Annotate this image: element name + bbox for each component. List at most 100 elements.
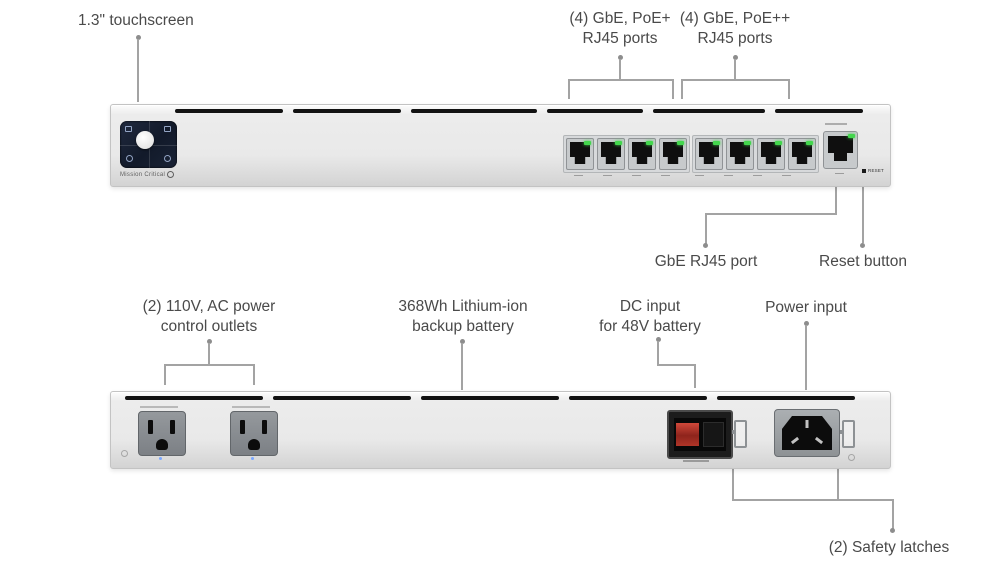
leader-dot-ac-outlets <box>207 339 212 344</box>
dc-input-marking <box>683 460 709 462</box>
callout-poe-plus-line1: (4) GbE, PoE+ <box>569 10 671 27</box>
port-led <box>615 141 622 145</box>
callout-power-input: Power input <box>765 298 847 318</box>
port-opening <box>601 142 621 164</box>
leader-line-latch2 <box>837 468 839 501</box>
iec-socket <box>782 416 832 450</box>
leader-line-dc-v2 <box>694 364 696 388</box>
outlet-slot <box>148 420 153 434</box>
callout-poe-plus-plus-line1: (4) GbE, PoE++ <box>679 10 791 27</box>
leader-line-latches-h <box>732 499 894 501</box>
leader-line-reset <box>862 186 864 243</box>
reset-marking: RESET <box>868 168 885 173</box>
outlet-rating-marking <box>232 406 270 408</box>
port-led <box>744 141 751 145</box>
callout-poe-plus-plus-line2: RJ45 ports <box>697 29 773 47</box>
screen-settings-icon <box>126 155 133 162</box>
port-led <box>806 141 813 145</box>
port-number-mark <box>632 175 641 176</box>
leader-line-dc-h <box>657 364 696 366</box>
vent-slot <box>273 396 411 400</box>
leader-dot-gbe <box>703 243 708 248</box>
rj45-port-1[interactable] <box>566 138 594 170</box>
leader-dot-power-input <box>804 321 809 326</box>
rj45-port-6[interactable] <box>726 138 754 170</box>
poe-plus-plus-port-group <box>692 135 819 173</box>
port-opening <box>699 142 719 164</box>
rear-vents <box>125 396 855 400</box>
uplink-port-marking <box>825 123 847 125</box>
vent-slot <box>125 396 263 400</box>
leader-bracket-leg-left-ac-outlets <box>164 364 166 385</box>
leader-bracket-leg-left-poe-plus-plus <box>681 79 683 99</box>
safety-latch-1[interactable] <box>732 420 747 448</box>
dc-input-connector[interactable] <box>667 410 733 459</box>
power-input-connector[interactable] <box>774 409 840 457</box>
port-opening <box>663 142 683 164</box>
rj45-port-4[interactable] <box>659 138 687 170</box>
port-led <box>677 141 684 145</box>
screen-dial-knob <box>136 131 154 149</box>
rj45-port-2[interactable] <box>597 138 625 170</box>
touchscreen-display[interactable] <box>120 121 177 168</box>
safety-latch-2[interactable] <box>840 420 855 448</box>
port-opening <box>730 142 750 164</box>
leader-line-gbe-h <box>705 213 837 215</box>
outlet-ground-hole <box>156 439 168 450</box>
gbe-uplink-port[interactable] <box>823 131 858 169</box>
leader-bracket-leg-right-poe-plus <box>672 79 674 99</box>
leader-line-latch1 <box>732 468 734 501</box>
vent-slot <box>293 109 401 113</box>
vent-slot <box>421 396 559 400</box>
leader-stem-poe-plus <box>619 59 621 80</box>
brand-label: Mission Critical <box>120 171 175 178</box>
vent-slot <box>653 109 765 113</box>
port-opening <box>792 142 812 164</box>
rj45-port-7[interactable] <box>757 138 785 170</box>
outlet-slot <box>262 420 267 434</box>
front-vents <box>175 109 863 113</box>
port-number-mark <box>603 175 612 176</box>
callout-power-input-label: Power input <box>765 299 847 316</box>
reset-button[interactable]: RESET <box>862 168 884 173</box>
leader-line-gbe-v2 <box>705 213 707 244</box>
vent-slot <box>411 109 537 113</box>
screen-power-icon <box>164 155 171 162</box>
callout-battery: 368Wh Lithium-ion backup battery <box>398 297 527 336</box>
screen-console-icon <box>125 126 132 132</box>
callout-poe-plus-plus: (4) GbE, PoE++ RJ45 ports <box>680 9 790 48</box>
leader-bracket-ac-outlets <box>164 364 255 366</box>
rj45-port-block <box>563 135 819 173</box>
ac-outlet-2[interactable] <box>230 411 278 456</box>
callout-safety-latches: (2) Safety latches <box>829 538 950 558</box>
port-opening <box>570 142 590 164</box>
leader-dot-battery <box>460 339 465 344</box>
port-number-mark <box>782 175 791 176</box>
port-number-mark <box>574 175 583 176</box>
leader-line-power-input <box>805 325 807 390</box>
switch-rear-panel <box>110 391 891 469</box>
rj45-port-3[interactable] <box>628 138 656 170</box>
leader-dot-touchscreen <box>136 35 141 40</box>
port-led <box>584 141 591 145</box>
callout-ac-outlets-line1: (2) 110V, AC power <box>142 298 276 315</box>
dc-input-terminals <box>674 418 726 451</box>
leader-dot-dc-input <box>656 337 661 342</box>
outlet-status-led <box>251 457 254 460</box>
callout-safety-latches-label: (2) Safety latches <box>828 539 950 556</box>
callout-reset: Reset button <box>819 252 907 272</box>
outlet-slot <box>240 420 245 434</box>
ac-outlet-1[interactable] <box>138 411 186 456</box>
reset-button-hole <box>862 168 866 173</box>
port-opening <box>632 142 652 164</box>
rj45-port-5[interactable] <box>695 138 723 170</box>
port-number-mark <box>753 175 762 176</box>
callout-ac-outlets: (2) 110V, AC power control outlets <box>143 297 276 336</box>
dc-positive-terminal <box>676 422 700 447</box>
iec-neutral-pin <box>814 436 824 445</box>
rj45-port-8[interactable] <box>788 138 816 170</box>
port-number-mark <box>724 175 733 176</box>
leader-stem-ac-outlets <box>208 343 210 365</box>
outlet-status-led <box>159 457 162 460</box>
